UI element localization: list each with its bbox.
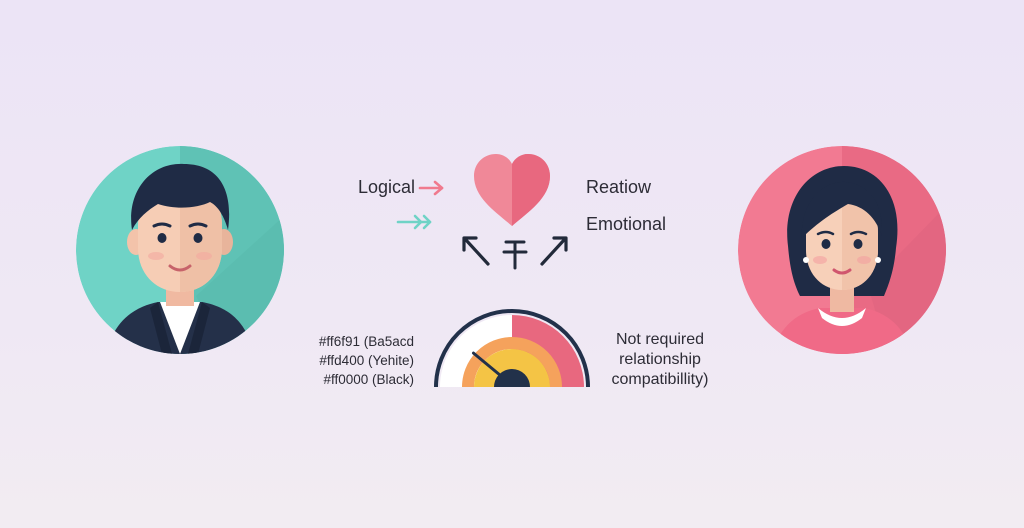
- man-avatar-icon: [76, 146, 284, 354]
- note-line: compatibillity): [611, 371, 709, 388]
- legend-line: #ff6f91 (Ba5acd: [318, 334, 414, 349]
- gauge-meter: [434, 309, 590, 388]
- legend-line: #ff0000 (Black): [323, 372, 414, 387]
- note-line: Not required: [615, 331, 705, 348]
- compatibility-note: Not required relationship compatibillity…: [604, 330, 716, 390]
- teal-arrow-icon: [396, 214, 432, 230]
- reatiow-label: Reatiow: [586, 177, 652, 197]
- split-arrows-icon: [462, 236, 568, 270]
- legend-line: #ffd400 (Yehite): [319, 353, 414, 368]
- emotional-label: Emotional: [586, 214, 667, 234]
- logical-label: Logical: [358, 177, 416, 197]
- heart-icon: [474, 154, 550, 226]
- woman-avatar-icon: [738, 146, 946, 354]
- note-line: relationship: [619, 351, 701, 368]
- color-legend: #ff6f91 (Ba5acd #ffd400 (Yehite) #ff0000…: [300, 332, 414, 389]
- pink-arrow-icon: [418, 180, 444, 196]
